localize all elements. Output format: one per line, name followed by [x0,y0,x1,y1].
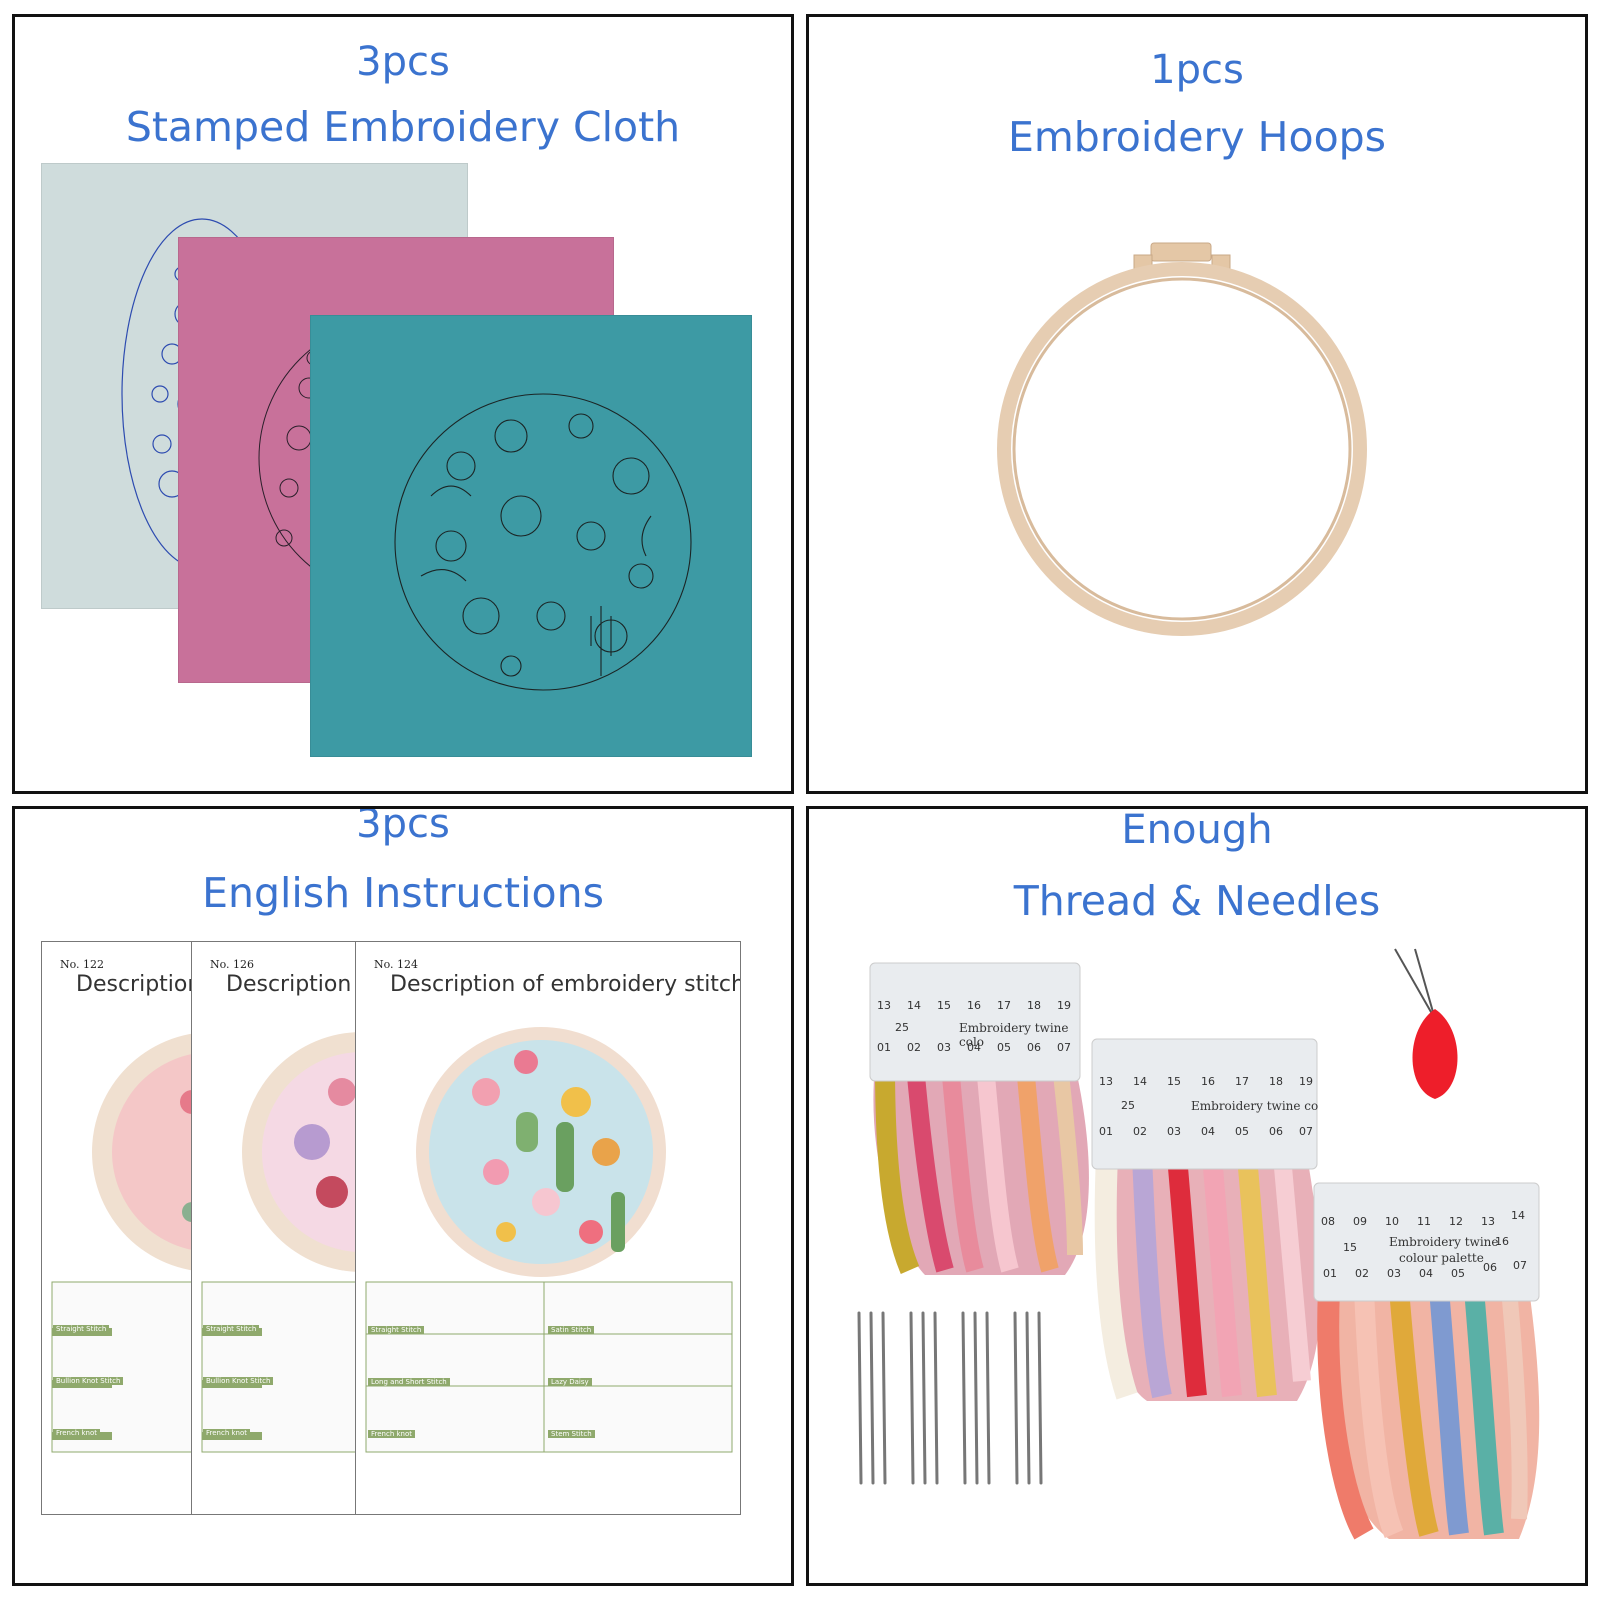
thread-card-2: Embroidery twine co 13 14 15 16 17 18 19… [1087,1031,1332,1411]
embroidery-hoop-image [997,242,1367,636]
card-number: 15 [937,999,951,1012]
card-number: 06 [1027,1041,1041,1054]
card-number: 09 [1353,1215,1367,1228]
thread-skeins-3 [1313,1182,1540,1540]
card-number: 04 [967,1041,981,1054]
card-number: 01 [1323,1267,1337,1280]
thread-skeins-2 [1091,1038,1321,1401]
sheet-number: No. 122 [60,958,105,971]
hoop-ring-inner [1012,277,1352,621]
card-number: 04 [1419,1267,1433,1280]
card-number: 13 [1099,1075,1113,1088]
needles-icon [857,1311,1043,1485]
card-number: 15 [1343,1241,1357,1254]
thread-card-1: Embroidery twine colo 13 14 15 16 17 18 … [865,955,1095,1285]
card-number: 01 [877,1041,891,1054]
thread-card-board [869,962,1081,1082]
stitch-label: Bullion Knot Stitch [203,1377,274,1385]
card-number: 17 [997,999,1011,1012]
thread-count: Enough [1121,807,1273,853]
hoop-ring-outer [997,262,1367,636]
card-number: 01 [1099,1125,1113,1138]
stitch-label: Bullion Knot Stitch [53,1377,124,1385]
instructions-count: 3pcs [356,806,450,847]
thread-skeins-1 [869,962,1089,1275]
stitch-label: Satin Stitch [548,1326,595,1334]
hoop-screw-clamp [1150,242,1212,262]
stitch-label: Long and Short Stitch [368,1378,450,1386]
stitch-label: Lazy Daisy [548,1378,592,1386]
cloth-panel: 3pcs Stamped Embroidery Cloth [12,14,794,794]
card-number: 03 [937,1041,951,1054]
card-number: 07 [1057,1041,1071,1054]
card-number: 07 [1513,1259,1527,1272]
stitch-label: French knot [368,1430,416,1438]
instructions-name: English Instructions [202,869,604,917]
thread-card-title: Embroidery twine co [1191,1099,1319,1113]
hoop-panel: 1pcs Embroidery Hoops [806,14,1588,794]
stitch-label: French knot [53,1429,101,1437]
stitch-label: Straight Stitch [53,1325,110,1333]
cloth-teal [310,315,752,757]
thread-panel: Enough Thread & Needles Embroidery twine… [806,806,1588,1586]
sheet-number: No. 124 [374,958,419,971]
cloth-teal-pattern [394,393,692,691]
card-number: 04 [1201,1125,1215,1138]
thread-card-3: Embroidery twine colour palette 08 09 10… [1309,1179,1549,1549]
card-number: 02 [907,1041,921,1054]
thread-card-title: Embroidery twine [1389,1235,1499,1249]
card-number: 05 [997,1041,1011,1054]
thread-card-board [1091,1038,1318,1170]
sheet-title: Description [76,972,202,997]
stitch-label: Straight Stitch [203,1325,260,1333]
card-number: 15 [1167,1075,1181,1088]
thread-card-subtitle: colour palette [1399,1251,1484,1265]
thread-card-board [1313,1182,1540,1302]
card-number: 03 [1387,1267,1401,1280]
card-number: 02 [1133,1125,1147,1138]
sheet-title: Description of embroidery stitch [390,972,741,997]
hoop-name: Embroidery Hoops [1007,113,1387,161]
card-number: 06 [1269,1125,1283,1138]
card-number: 07 [1299,1125,1313,1138]
card-number: 19 [1299,1075,1313,1088]
card-number: 08 [1321,1215,1335,1228]
stitch-label: Stem Stitch [548,1430,595,1438]
thread-card-title: Embroidery twine colo [959,1021,1069,1049]
instructions-panel: 3pcs English Instructions No. 122 Descri… [12,806,794,1586]
card-number: 10 [1385,1215,1399,1228]
cloth-name: Stamped Embroidery Cloth [125,103,681,151]
card-number: 05 [1235,1125,1249,1138]
instruction-sheet-3: No. 124 Description of embroidery stitch… [355,941,741,1515]
card-number: 17 [1235,1075,1249,1088]
card-number: 05 [1451,1267,1465,1280]
card-number: 18 [1027,999,1041,1012]
card-number: 02 [1355,1267,1369,1280]
needle-threader-icon [1394,948,1458,1099]
sheet-number: No. 126 [210,958,255,971]
card-number: 13 [1481,1215,1495,1228]
card-number: 12 [1449,1215,1463,1228]
card-number: 16 [1201,1075,1215,1088]
stitch-label: French knot [203,1429,251,1437]
hoop-count: 1pcs [1150,47,1244,93]
sheet-3-illustration [365,1027,733,1453]
card-number: 25 [1121,1099,1135,1112]
card-number: 03 [1167,1125,1181,1138]
card-number: 14 [907,999,921,1012]
card-number: 13 [877,999,891,1012]
card-number: 06 [1483,1261,1497,1274]
sheet-title: Description o [226,972,372,997]
card-number: 18 [1269,1075,1283,1088]
thread-name: Thread & Needles [1013,877,1381,925]
card-number: 19 [1057,999,1071,1012]
card-number: 25 [895,1021,909,1034]
cloth-count: 3pcs [356,39,450,85]
card-number: 14 [1511,1209,1525,1222]
card-number: 11 [1417,1215,1431,1228]
card-number: 14 [1133,1075,1147,1088]
card-number: 16 [967,999,981,1012]
card-number: 16 [1495,1235,1509,1248]
stitch-label: Straight Stitch [368,1326,425,1334]
